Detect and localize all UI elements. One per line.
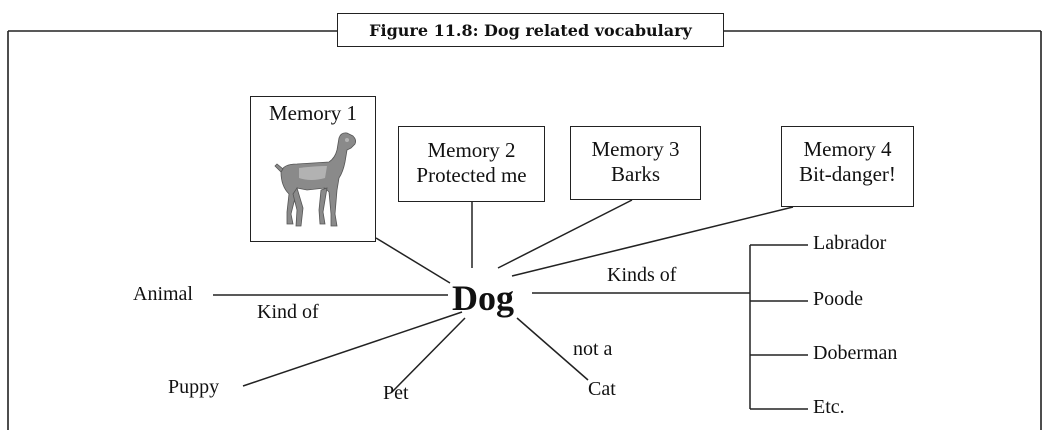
figure-title-box: Figure 11.8: Dog related vocabulary — [337, 13, 724, 47]
connector-memory-4 — [511, 206, 794, 277]
memory-4-title: Memory 4 — [803, 137, 892, 161]
boxer-dog-image — [274, 132, 357, 227]
kind-of-label: Kind of — [257, 301, 319, 323]
kind-doberman-label: Doberman — [813, 342, 898, 364]
kinds-bracket — [749, 244, 808, 410]
memory-4-text: Bit-danger! — [799, 162, 896, 186]
animal-label: Animal — [133, 283, 193, 305]
connector-memory-1 — [375, 237, 451, 284]
connector-cat — [516, 317, 589, 381]
connector-memory-3 — [497, 199, 633, 269]
dog-shading-back — [299, 166, 327, 180]
memory-2-title: Memory 2 — [427, 138, 516, 162]
dog-hind-leg — [292, 187, 304, 227]
dog-shading — [299, 138, 349, 180]
kind-etc-label: Etc. — [813, 396, 845, 418]
frame-lines — [7, 30, 1042, 430]
kind-labrador-label: Labrador — [813, 232, 887, 254]
dog-front-leg — [318, 187, 328, 225]
puppy-label: Puppy — [168, 376, 220, 398]
figure-title: Figure 11.8: Dog related vocabulary — [369, 20, 692, 40]
connector-puppy — [242, 311, 463, 387]
memory-2-box: Memory 2 Protected me — [398, 126, 545, 202]
memory-3-text: Barks — [611, 162, 660, 186]
kind-poode-label: Poode — [813, 288, 863, 310]
dog-tail — [274, 163, 284, 173]
dog-center-label: Dog — [452, 278, 514, 318]
connector-pet — [391, 317, 466, 393]
memory-1-box: Memory 1 — [250, 96, 376, 242]
connectors — [213, 199, 794, 393]
cat-label: Cat — [588, 378, 616, 400]
dog-eye — [345, 138, 349, 142]
memory-2-text: Protected me — [416, 163, 527, 187]
memory-1-label: Memory 1 — [268, 101, 358, 125]
memory-3-title: Memory 3 — [591, 137, 680, 161]
memory-4-box: Memory 4 Bit-danger! — [781, 126, 914, 207]
not-a-label: not a — [573, 338, 613, 360]
memory-3-box: Memory 3 Barks — [570, 126, 701, 200]
kinds-of-label: Kinds of — [607, 264, 677, 286]
pet-label: Pet — [383, 382, 409, 404]
